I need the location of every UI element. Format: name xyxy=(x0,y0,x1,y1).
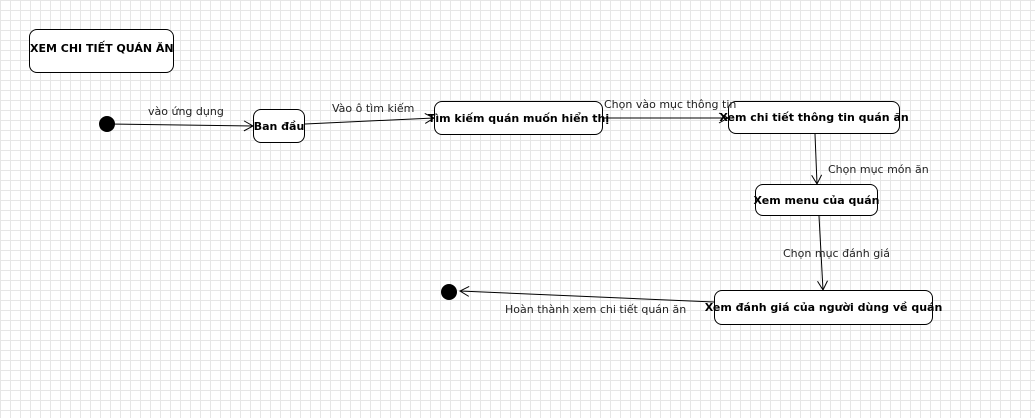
state-search: Tìm kiếm quán muốn hiển thị xyxy=(428,101,609,135)
label-initial-to-search: Vào ô tìm kiếm xyxy=(332,102,415,115)
label-start-to-initial: vào ứng dụng xyxy=(148,105,224,118)
edge-start-to-initial xyxy=(107,120,255,132)
label-detail-to-menu: Chọn mục món ăn xyxy=(828,163,929,176)
label-menu-to-review: Chọn mục đánh giá xyxy=(783,247,891,260)
diagram-title: XEM CHI TIẾT QUÁN ĂN xyxy=(29,29,174,73)
edge-detail-to-menu xyxy=(811,133,823,186)
state-menu: Xem menu của quán xyxy=(754,184,879,216)
final-pseudostate xyxy=(441,284,457,300)
label-search-to-detail: Chọn vào mục thông tin xyxy=(604,98,737,111)
state-review: Xem đánh giá của người dùng về quán xyxy=(705,290,942,325)
edge-review-to-end xyxy=(458,285,715,303)
initial-pseudostate xyxy=(99,116,115,132)
state-initial: Ban đầu xyxy=(253,109,305,143)
state-detail: Xem chi tiết thông tin quán ăn xyxy=(719,101,909,134)
label-review-to-end: Hoàn thành xem chi tiết quán ăn xyxy=(505,303,687,316)
edge-menu-to-review xyxy=(817,215,828,292)
edge-initial-to-search xyxy=(304,112,436,125)
